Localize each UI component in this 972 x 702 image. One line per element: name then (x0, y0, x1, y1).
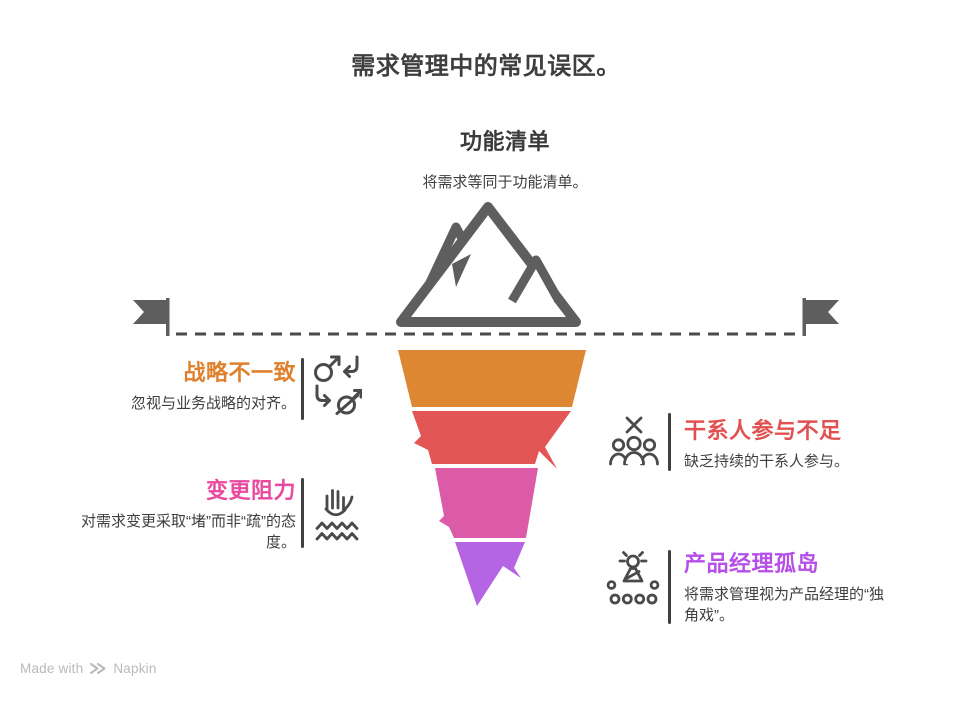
item-block-pm-island: 产品经理孤岛 将需求管理视为产品经理的“独角戏”。 (684, 551, 896, 626)
napkin-logo-icon (90, 663, 106, 674)
item-heading: 干系人参与不足 (684, 418, 842, 443)
mountain-icon (396, 202, 581, 327)
funnel-segment-1 (398, 350, 586, 407)
waterline-group (133, 298, 839, 336)
mountain-ridge-mark (452, 254, 471, 287)
top-item-block: 功能清单 将需求等同于功能清单。 (355, 124, 655, 192)
funnel-segment-3 (435, 468, 538, 538)
page-title: 需求管理中的常见误区。 (351, 53, 621, 80)
iceberg-funnel (398, 350, 586, 606)
right-flag-icon (804, 300, 839, 324)
divider (301, 358, 304, 420)
brand-text: Napkin (113, 661, 157, 676)
item-heading: 战略不一致 (183, 360, 296, 385)
item-description: 对需求变更采取“堵”而非“疏”的态度。 (81, 513, 296, 551)
item-block-stakeholders: 干系人参与不足 缺乏持续的干系人参与。 (684, 418, 896, 473)
misaligned-arrows-icon (312, 355, 362, 417)
divider (668, 413, 671, 471)
funnel-segment-4 (455, 542, 525, 606)
footer: Made with Napkin (20, 661, 157, 676)
divider (301, 478, 304, 548)
excluded-group-icon (608, 414, 660, 472)
item-description: 忽视与业务战略的对齐。 (130, 395, 296, 413)
drowning-hand-icon (312, 483, 362, 545)
item-heading: 产品经理孤岛 (684, 551, 820, 576)
funnel-segment-2 (412, 411, 571, 469)
top-item-description: 将需求等同于功能清单。 (422, 174, 588, 191)
spotlight-person-icon (606, 549, 660, 611)
left-flag-icon (133, 300, 168, 324)
item-block-change-resistance: 变更阻力 对需求变更采取“堵”而非“疏”的态度。 (68, 478, 296, 553)
divider (668, 550, 671, 624)
item-description: 缺乏持续的干系人参与。 (684, 453, 850, 471)
item-heading: 变更阻力 (205, 478, 296, 503)
made-with-text: Made with (20, 661, 84, 676)
mountain-main-peak (396, 202, 581, 327)
item-description: 将需求管理视为产品经理的“独角戏”。 (684, 586, 884, 624)
item-block-strategy: 战略不一致 忽视与业务战略的对齐。 (68, 360, 296, 415)
top-item-heading: 功能清单 (459, 129, 550, 154)
mountain-right-bump (508, 255, 563, 304)
